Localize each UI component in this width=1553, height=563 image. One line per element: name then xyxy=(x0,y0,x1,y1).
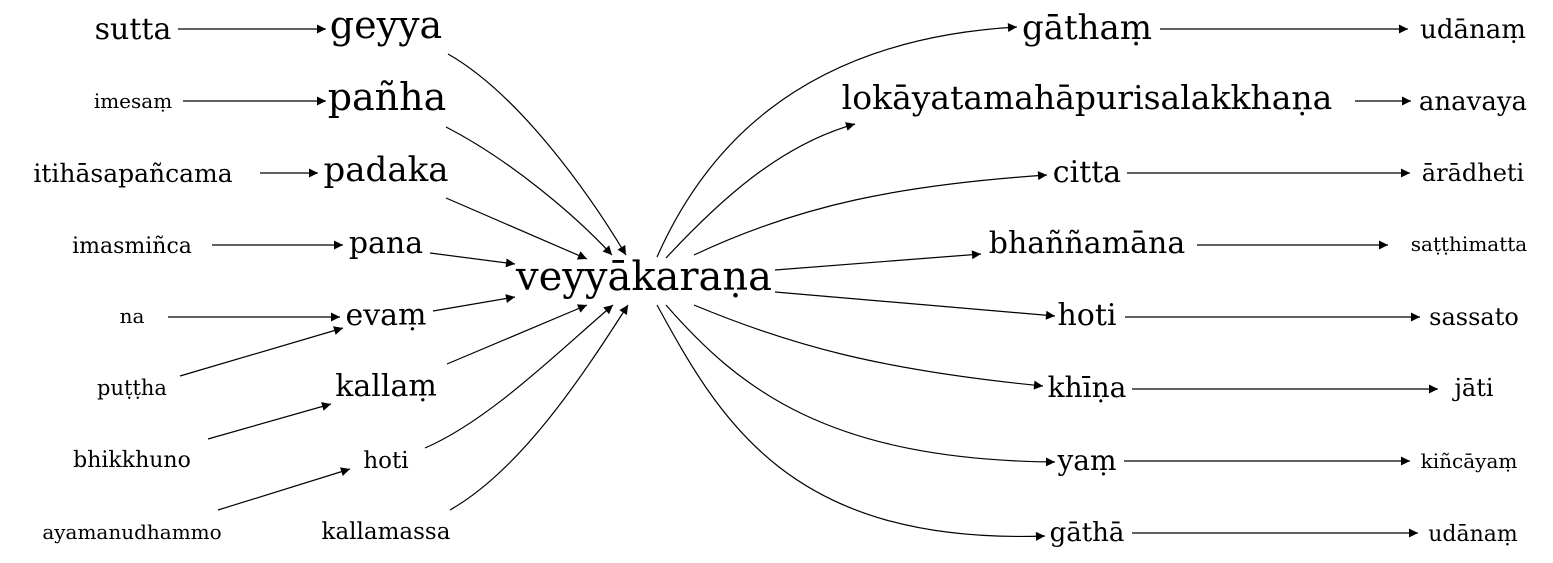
node-hoti-left: hoti xyxy=(363,448,408,474)
node-udanam-2: udānaṃ xyxy=(1428,522,1518,547)
node-kallamassa: kallamassa xyxy=(322,519,451,545)
node-gatham: gāthaṃ xyxy=(1022,8,1152,48)
nodes-second-column: geyya pañha padaka pana evaṃ kallaṃ hoti… xyxy=(322,3,451,545)
node-aradheti: ārādheti xyxy=(1422,159,1525,187)
edge-ayamanudhammo-hoti-left xyxy=(217,467,351,511)
node-panha: pañha xyxy=(328,75,447,119)
edge-veyyakarana-hoti-right xyxy=(774,291,1056,320)
nodes-right-column: udānaṃ anavaya ārādheti saṭṭhimatta sass… xyxy=(1411,15,1528,547)
node-satthimatta: saṭṭhimatta xyxy=(1411,232,1528,256)
node-udanam-1: udānaṃ xyxy=(1420,15,1526,45)
node-kincayam: kiñcāyaṃ xyxy=(1421,449,1518,473)
node-lokayata: lokāyatamahāpurisalakkhaṇa xyxy=(842,78,1333,117)
edges xyxy=(168,23,1438,541)
edge-veyyakarana-bhannamana xyxy=(774,250,982,271)
edge-kallamassa-veyyakarana xyxy=(449,304,629,511)
edge-veyyakarana-yam xyxy=(665,304,1056,467)
edge-hoti-left-veyyakarana xyxy=(424,304,614,449)
node-na: na xyxy=(120,304,145,328)
node-citta: citta xyxy=(1053,155,1122,190)
node-geyya: geyya xyxy=(330,3,442,47)
edge-veyyakarana-lokayata xyxy=(665,122,856,259)
node-padaka: padaka xyxy=(324,150,449,190)
edge-kallam-veyyakarana xyxy=(446,304,588,365)
node-puttha: puṭṭha xyxy=(97,376,167,400)
node-evam: evaṃ xyxy=(345,298,426,333)
node-ayamanudhammo: ayamanudhammo xyxy=(42,520,221,544)
edge-panha-veyyakarana xyxy=(445,126,613,256)
edge-pana-veyyakarana xyxy=(429,252,516,268)
node-gatha: gāthā xyxy=(1050,518,1125,548)
edge-veyyakarana-gatha xyxy=(656,304,1046,541)
node-itihasapancama: itihāsapañcama xyxy=(33,159,232,188)
edge-geyya-veyyakarana xyxy=(447,53,627,256)
node-pana: pana xyxy=(349,226,423,261)
node-sassato: sassato xyxy=(1429,303,1519,331)
node-imasminca: imasmiñca xyxy=(72,234,192,259)
node-yam: yaṃ xyxy=(1056,444,1116,477)
edge-padaka-veyyakarana xyxy=(445,197,588,260)
node-kallam: kallaṃ xyxy=(335,369,437,404)
node-hoti-right: hoti xyxy=(1057,298,1116,333)
node-jati: jāti xyxy=(1451,374,1493,402)
node-bhikkhuno: bhikkhuno xyxy=(73,448,191,473)
nodes-left-column: sutta imesaṃ itihāsapañcama imasmiñca na… xyxy=(33,12,232,544)
edge-veyyakarana-gatham xyxy=(656,23,1018,258)
node-veyyakarana: veyyākaraṇa xyxy=(515,254,772,300)
node-anavaya: anavaya xyxy=(1419,87,1527,117)
edge-evam-veyyakarana xyxy=(432,294,516,312)
edge-veyyakarana-citta xyxy=(693,171,1048,256)
node-sutta: sutta xyxy=(95,12,172,47)
edge-bhikkhuno-kallam xyxy=(207,402,332,440)
edge-puttha-evam xyxy=(179,326,344,377)
node-bhannamana: bhaññamāna xyxy=(989,226,1186,261)
nodes-third-column: gāthaṃ lokāyatamahāpurisalakkhaṇa citta … xyxy=(842,8,1333,548)
node-khina: khīṇa xyxy=(1048,371,1127,404)
node-imesam: imesaṃ xyxy=(94,89,172,113)
edge-veyyakarana-khina xyxy=(693,304,1044,390)
node-center: veyyākaraṇa xyxy=(515,254,772,300)
